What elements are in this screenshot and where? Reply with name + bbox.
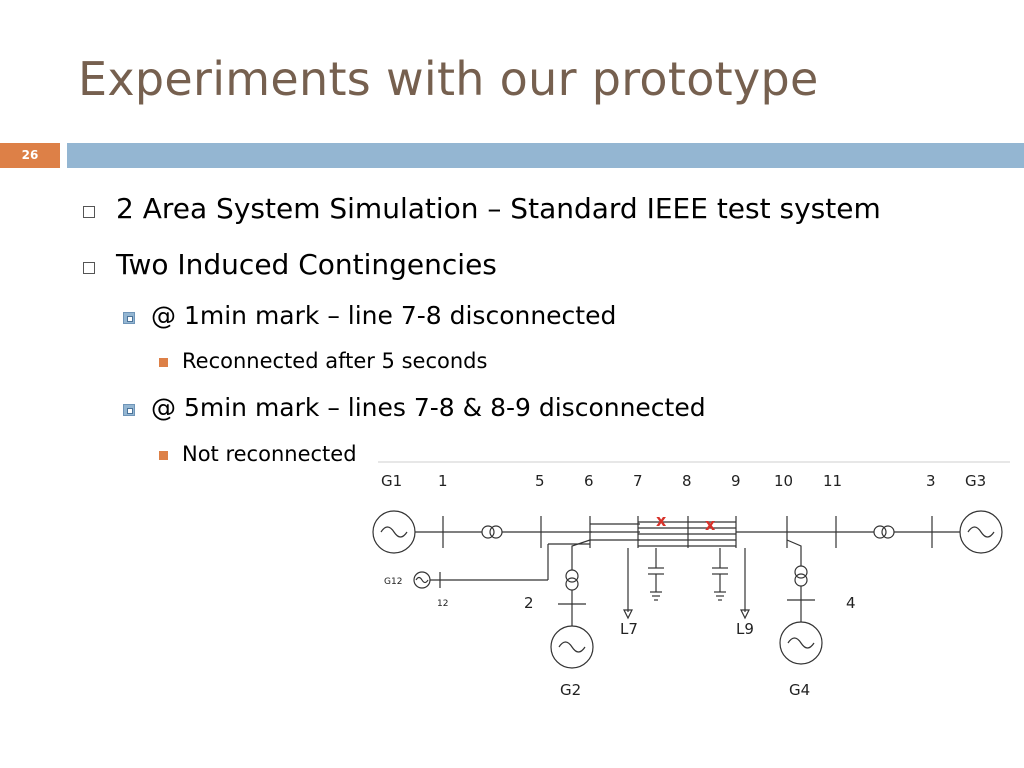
- fault-mark-line-7-8: x: [656, 511, 667, 530]
- label-g12: G12: [384, 577, 402, 587]
- sub-bullet-item: @ 1min mark – line 7-8 disconnected: [151, 301, 617, 330]
- label-bus-9: 9: [731, 472, 741, 490]
- bullet-square-icon: [123, 312, 135, 324]
- transformer-icon: [481, 525, 495, 539]
- generator-g4-icon: [779, 621, 823, 665]
- label-bus-11: 11: [823, 472, 842, 490]
- label-bus-7: 7: [633, 472, 643, 490]
- label-bus-2: 2: [524, 594, 534, 612]
- label-g2: G2: [560, 681, 581, 699]
- title-divider-bar: [67, 143, 1024, 168]
- generator-g2-icon: [550, 625, 594, 669]
- label-g3: G3: [965, 472, 986, 490]
- label-g4: G4: [789, 681, 810, 699]
- transformer-icon: [794, 565, 808, 579]
- bullet-square-icon: [159, 451, 168, 460]
- label-bus-10: 10: [774, 472, 793, 490]
- sub-sub-bullet-item: Not reconnected: [182, 442, 357, 466]
- label-bus-8: 8: [682, 472, 692, 490]
- label-l7: L7: [620, 620, 638, 638]
- label-bus-12: 12: [437, 599, 448, 609]
- bullet-square-icon: [83, 206, 95, 218]
- label-bus-5: 5: [535, 472, 545, 490]
- label-bus-3: 3: [926, 472, 936, 490]
- transformer-icon: [565, 569, 579, 583]
- page-number-badge: 26: [0, 143, 60, 168]
- fault-mark-line-8-9: x: [705, 515, 716, 534]
- sub-sub-bullet-item: Reconnected after 5 seconds: [182, 349, 488, 373]
- label-bus-6: 6: [584, 472, 594, 490]
- label-l9: L9: [736, 620, 754, 638]
- bullet-square-icon: [123, 404, 135, 416]
- slide-title: Experiments with our prototype: [78, 52, 819, 106]
- label-g1: G1: [381, 472, 402, 490]
- sub-bullet-item: @ 5min mark – lines 7-8 & 8-9 disconnect…: [151, 393, 706, 422]
- transformer-icon: [873, 525, 887, 539]
- label-bus-1: 1: [438, 472, 448, 490]
- label-bus-4: 4: [846, 594, 856, 612]
- generator-g3-icon: [959, 510, 1003, 554]
- bullet-item: Two Induced Contingencies: [116, 248, 497, 281]
- bullet-square-icon: [159, 358, 168, 367]
- bullet-square-icon: [83, 262, 95, 274]
- bullet-item: 2 Area System Simulation – Standard IEEE…: [116, 192, 881, 225]
